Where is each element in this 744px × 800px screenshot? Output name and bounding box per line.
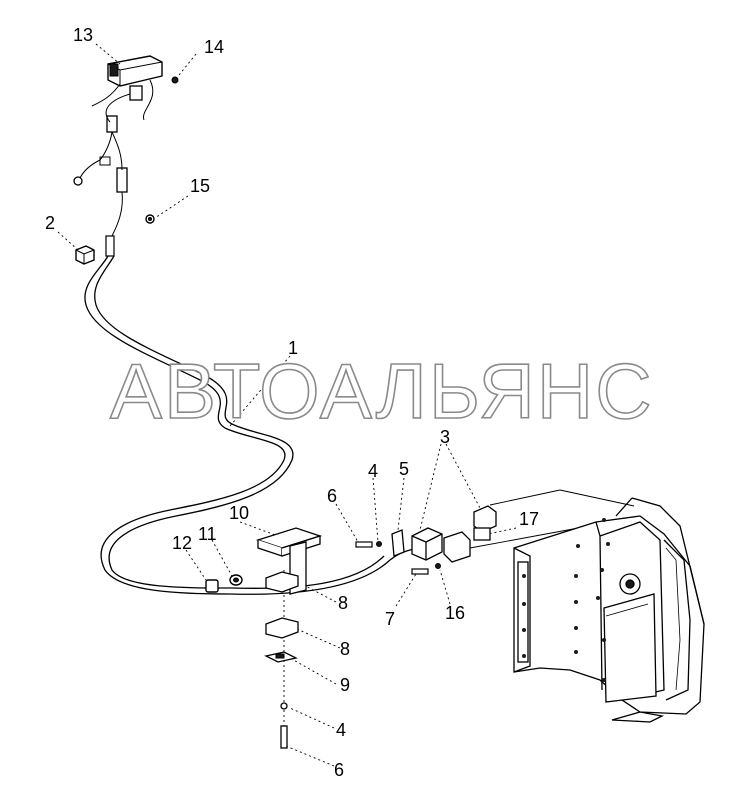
- screw-parts: [145, 76, 179, 224]
- callout-4-upper: 4: [368, 461, 379, 481]
- callout-5: 5: [399, 459, 410, 479]
- bottom-fasteners: [280, 702, 288, 749]
- callout-17: 17: [519, 509, 540, 529]
- callout-11: 11: [198, 524, 217, 544]
- callout-12: 12: [172, 533, 193, 553]
- callout-7: 7: [385, 609, 396, 629]
- callout-15: 15: [190, 176, 211, 196]
- clamp-part-2: [75, 245, 95, 265]
- control-box-part: [107, 55, 163, 87]
- callout-16: 16: [445, 603, 466, 623]
- callout-4-lower: 4: [336, 720, 347, 740]
- wiring-branches: [79, 79, 154, 237]
- plate-part-9: [264, 651, 298, 663]
- clamp-blocks-8: [265, 571, 299, 639]
- callout-2: 2: [45, 213, 56, 233]
- lower-fasteners: [411, 563, 441, 575]
- callout-13: 13: [73, 25, 94, 45]
- callout-8-lower: 8: [340, 639, 351, 659]
- callout-14: 14: [204, 37, 225, 57]
- callout-9: 9: [340, 675, 351, 695]
- gear-housing-part: [513, 497, 705, 723]
- fitting-parts: [205, 574, 243, 593]
- callout-10: 10: [229, 503, 250, 523]
- callout-8-upper: 8: [338, 593, 349, 613]
- callout-6-lower: 6: [334, 760, 345, 780]
- callout-6-upper: 6: [327, 486, 338, 506]
- callout-1: 1: [288, 338, 299, 358]
- sensor-assembly-3: [411, 505, 497, 563]
- callout-3: 3: [440, 427, 451, 447]
- upper-fasteners: [355, 529, 405, 557]
- housing-bolts: [522, 518, 610, 682]
